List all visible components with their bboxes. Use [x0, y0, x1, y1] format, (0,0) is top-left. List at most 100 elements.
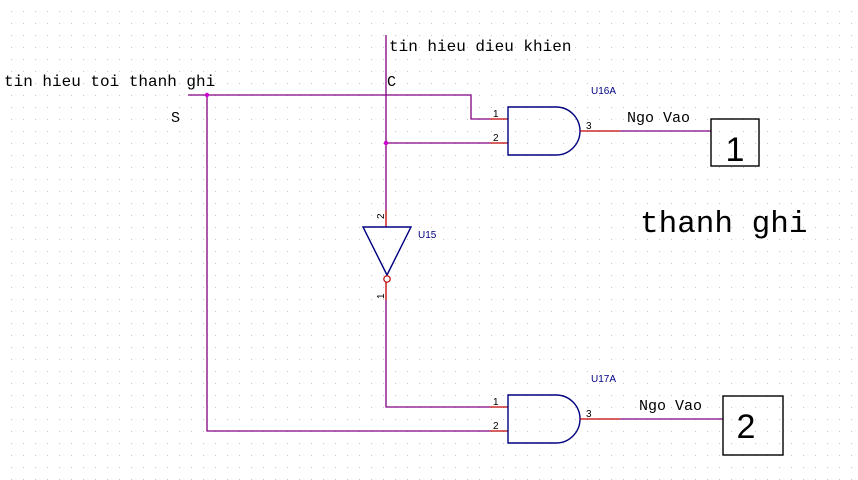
- grid-dot: [791, 335, 792, 336]
- grid-dot: [695, 251, 696, 252]
- grid-dot: [143, 419, 144, 420]
- grid-dot: [59, 59, 60, 60]
- grid-dot: [527, 431, 528, 432]
- net-s[interactable]: [188, 92, 490, 432]
- grid-dot: [467, 239, 468, 240]
- grid-dot: [467, 455, 468, 456]
- grid-dot: [575, 323, 576, 324]
- grid-dot: [731, 131, 732, 132]
- grid-dot: [299, 299, 300, 300]
- grid-dot: [287, 239, 288, 240]
- grid-dot: [275, 71, 276, 72]
- wire-s-down[interactable]: [206, 95, 490, 432]
- wire-inverter-out[interactable]: [385, 300, 490, 408]
- grid-dot: [575, 407, 576, 408]
- grid-dot: [143, 407, 144, 408]
- grid-dot: [131, 407, 132, 408]
- grid-dot: [671, 335, 672, 336]
- u17a-pin-1-label: 1: [493, 397, 499, 408]
- grid-dot: [347, 23, 348, 24]
- grid-dot: [131, 359, 132, 360]
- grid-dot: [791, 371, 792, 372]
- grid-dot: [383, 59, 384, 60]
- grid-dot: [143, 179, 144, 180]
- grid-dot: [467, 47, 468, 48]
- grid-dot: [647, 215, 648, 216]
- grid-dot: [191, 59, 192, 60]
- grid-dot: [587, 263, 588, 264]
- grid-dot: [47, 275, 48, 276]
- grid-dot: [263, 299, 264, 300]
- grid-dot: [767, 215, 768, 216]
- grid-dot: [251, 251, 252, 252]
- grid-dot: [827, 143, 828, 144]
- grid-dot: [263, 107, 264, 108]
- grid-dot: [371, 455, 372, 456]
- grid-dot: [191, 251, 192, 252]
- grid-dot: [779, 83, 780, 84]
- grid-dot: [23, 251, 24, 252]
- grid-dot: [95, 263, 96, 264]
- grid-dot: [515, 47, 516, 48]
- wire-input-top[interactable]: [188, 94, 490, 120]
- grid-dot: [383, 47, 384, 48]
- grid-dot: [695, 455, 696, 456]
- net-c[interactable]: [383, 35, 490, 210]
- grid-dot: [83, 275, 84, 276]
- grid-dot: [743, 287, 744, 288]
- grid-dot: [215, 335, 216, 336]
- grid-dot: [323, 347, 324, 348]
- grid-dot: [743, 131, 744, 132]
- grid-dot: [395, 167, 396, 168]
- grid-dot: [827, 107, 828, 108]
- grid-dot: [35, 251, 36, 252]
- grid-dot: [191, 467, 192, 468]
- grid-dot: [47, 395, 48, 396]
- grid-dot: [335, 395, 336, 396]
- grid-dot: [323, 59, 324, 60]
- grid-dot: [23, 119, 24, 120]
- grid-dot: [683, 323, 684, 324]
- grid-dot: [383, 359, 384, 360]
- grid-dot: [719, 71, 720, 72]
- grid-dot: [263, 143, 264, 144]
- grid-dot: [563, 191, 564, 192]
- grid-dot: [803, 47, 804, 48]
- grid-dot: [155, 335, 156, 336]
- grid-dot: [347, 419, 348, 420]
- grid-dot: [431, 107, 432, 108]
- grid-dot: [179, 287, 180, 288]
- grid-dot: [95, 47, 96, 48]
- grid-dot: [563, 383, 564, 384]
- grid-dot: [179, 335, 180, 336]
- grid-dot: [431, 215, 432, 216]
- output-box-2[interactable]: [722, 395, 784, 456]
- grid-dot: [83, 155, 84, 156]
- grid-dot: [203, 35, 204, 36]
- grid-dot: [467, 131, 468, 132]
- grid-dot: [647, 395, 648, 396]
- grid-dot: [131, 395, 132, 396]
- grid-dot: [743, 95, 744, 96]
- grid-dot: [503, 443, 504, 444]
- grid-dot: [155, 455, 156, 456]
- inverter-u15[interactable]: U15 2 1: [361, 210, 437, 300]
- output-box-1[interactable]: [710, 118, 760, 167]
- u15-body[interactable]: [361, 226, 413, 277]
- and-gate-u17a[interactable]: U17A 1 2 3: [490, 374, 620, 444]
- net-s-label: S: [171, 110, 180, 127]
- grid-dot: [35, 395, 36, 396]
- u16a-body[interactable]: [507, 106, 581, 156]
- grid-dot: [527, 239, 528, 240]
- u17a-body[interactable]: [507, 394, 581, 444]
- and-gate-u16a[interactable]: U16A 1 2 3: [490, 86, 620, 156]
- grid-dot: [491, 71, 492, 72]
- grid-dot: [539, 275, 540, 276]
- grid-dot: [95, 11, 96, 12]
- grid-dot: [791, 383, 792, 384]
- grid-dot: [95, 395, 96, 396]
- grid-dot: [539, 71, 540, 72]
- grid-dot: [551, 263, 552, 264]
- grid-dot: [551, 383, 552, 384]
